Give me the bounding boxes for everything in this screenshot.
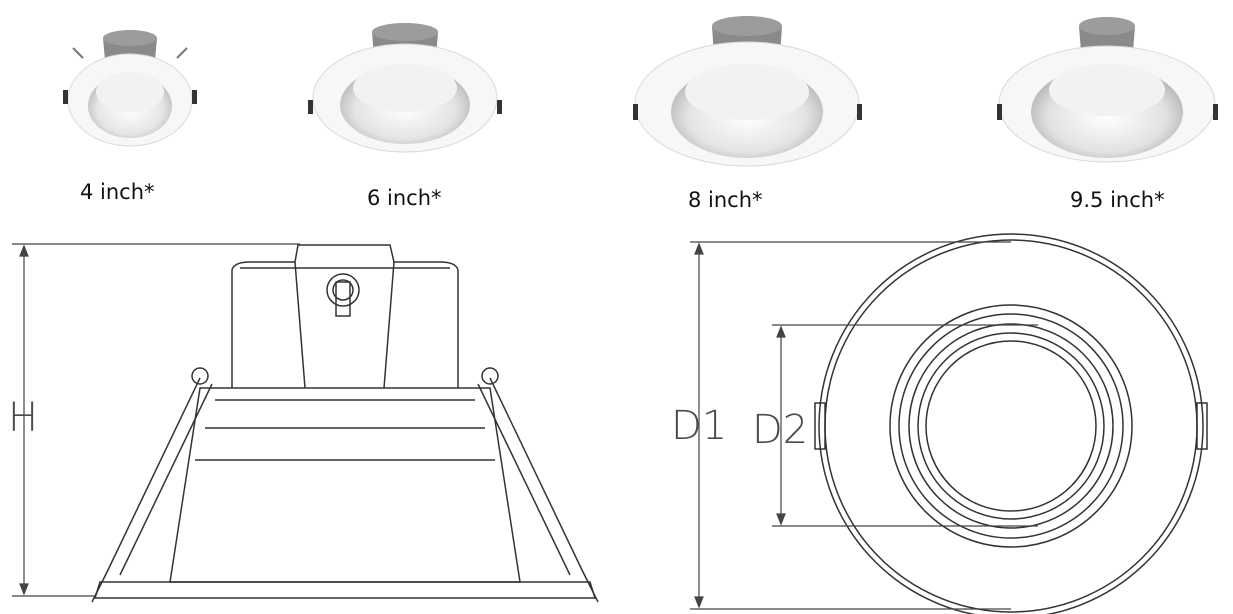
downlight-4-inch-image	[63, 30, 197, 147]
height-label: H	[8, 395, 39, 441]
inner-diameter-label: D2	[752, 407, 809, 453]
side-view-drawing	[91, 244, 599, 603]
inner-diameter-dimension-line	[772, 324, 1038, 527]
size-label-8-inch: 8 inch*	[688, 188, 763, 212]
downlight-9-5-inch-image	[997, 17, 1218, 163]
height-dimension-line	[12, 243, 300, 597]
outer-diameter-dimension-line	[690, 241, 1011, 610]
top-view-drawing	[814, 233, 1208, 614]
outer-diameter-label: D1	[671, 403, 728, 449]
downlight-6-inch-image	[308, 23, 502, 153]
size-label-9-5-inch: 9.5 inch*	[1070, 188, 1165, 212]
downlight-8-inch-image	[633, 16, 862, 167]
product-8-inch	[630, 4, 865, 169]
product-6-inch	[300, 10, 510, 155]
size-label-6-inch: 6 inch*	[367, 186, 442, 210]
product-9-5-inch	[995, 6, 1220, 166]
size-label-4-inch: 4 inch*	[80, 180, 155, 204]
product-4-inch	[55, 18, 205, 148]
